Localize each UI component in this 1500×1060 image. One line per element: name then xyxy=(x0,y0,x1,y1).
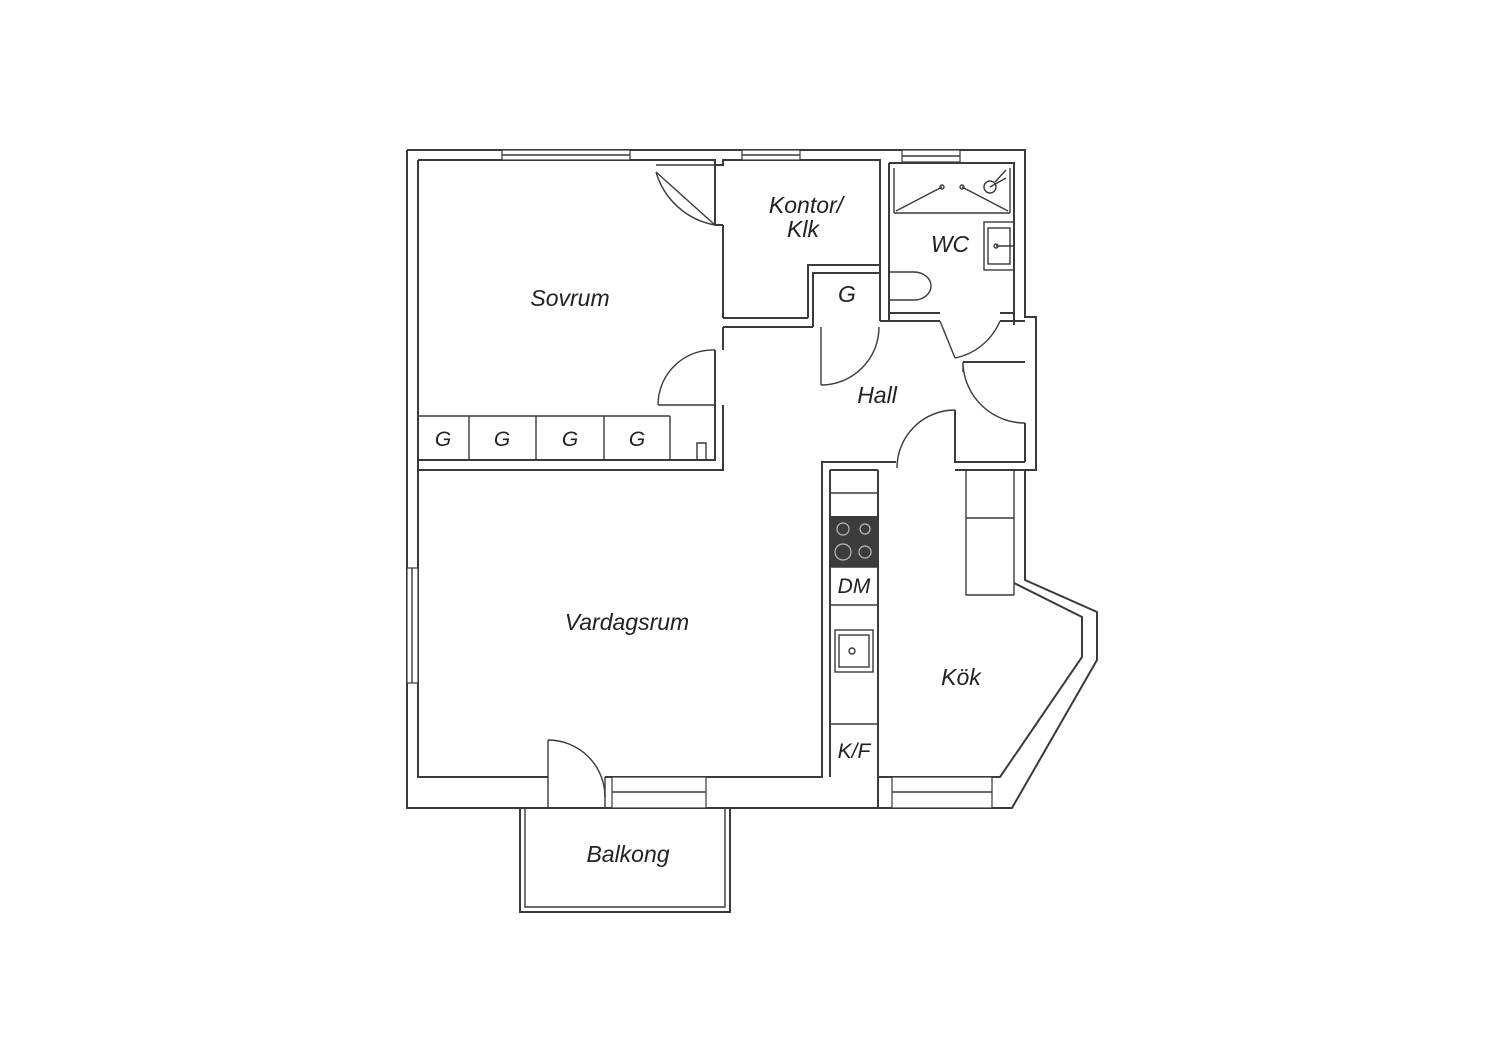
labels: Sovrum Kontor/ Klk WC G Hall G G G G Var… xyxy=(435,192,982,867)
outer-walls xyxy=(406,149,1098,809)
room-label-wc: WC xyxy=(931,231,970,257)
room-label-vardagsrum: Vardagsrum xyxy=(565,609,689,635)
windows xyxy=(406,149,993,809)
kitchen-sink-icon xyxy=(834,629,874,673)
wc-fixtures xyxy=(888,168,1015,301)
dishwasher-label: DM xyxy=(838,575,871,598)
interior-walls xyxy=(418,163,1026,777)
room-label-sovrum: Sovrum xyxy=(530,285,609,311)
toilet-icon xyxy=(888,271,932,301)
room-label-kok: Kök xyxy=(941,664,982,690)
fridge-freezer-label: K/F xyxy=(838,740,872,763)
wardrobe-label-1: G xyxy=(435,428,451,451)
stove-icon xyxy=(831,516,877,567)
wardrobe-label-4: G xyxy=(629,428,645,451)
room-label-balkong: Balkong xyxy=(586,841,669,867)
sink-icon xyxy=(983,221,1015,271)
wardrobes xyxy=(418,415,707,460)
wardrobe-label-3: G xyxy=(562,428,578,451)
room-label-kontor-line1: Kontor/ xyxy=(769,192,846,218)
room-label-kontor-line2: Klk xyxy=(787,216,820,242)
balcony xyxy=(519,808,731,913)
closet-label: G xyxy=(838,281,856,307)
doors xyxy=(547,164,1026,808)
room-label-hall: Hall xyxy=(857,382,898,408)
kitchen-fixtures xyxy=(830,492,878,725)
wardrobe-label-2: G xyxy=(494,428,510,451)
shower-head-icon xyxy=(983,169,1007,194)
